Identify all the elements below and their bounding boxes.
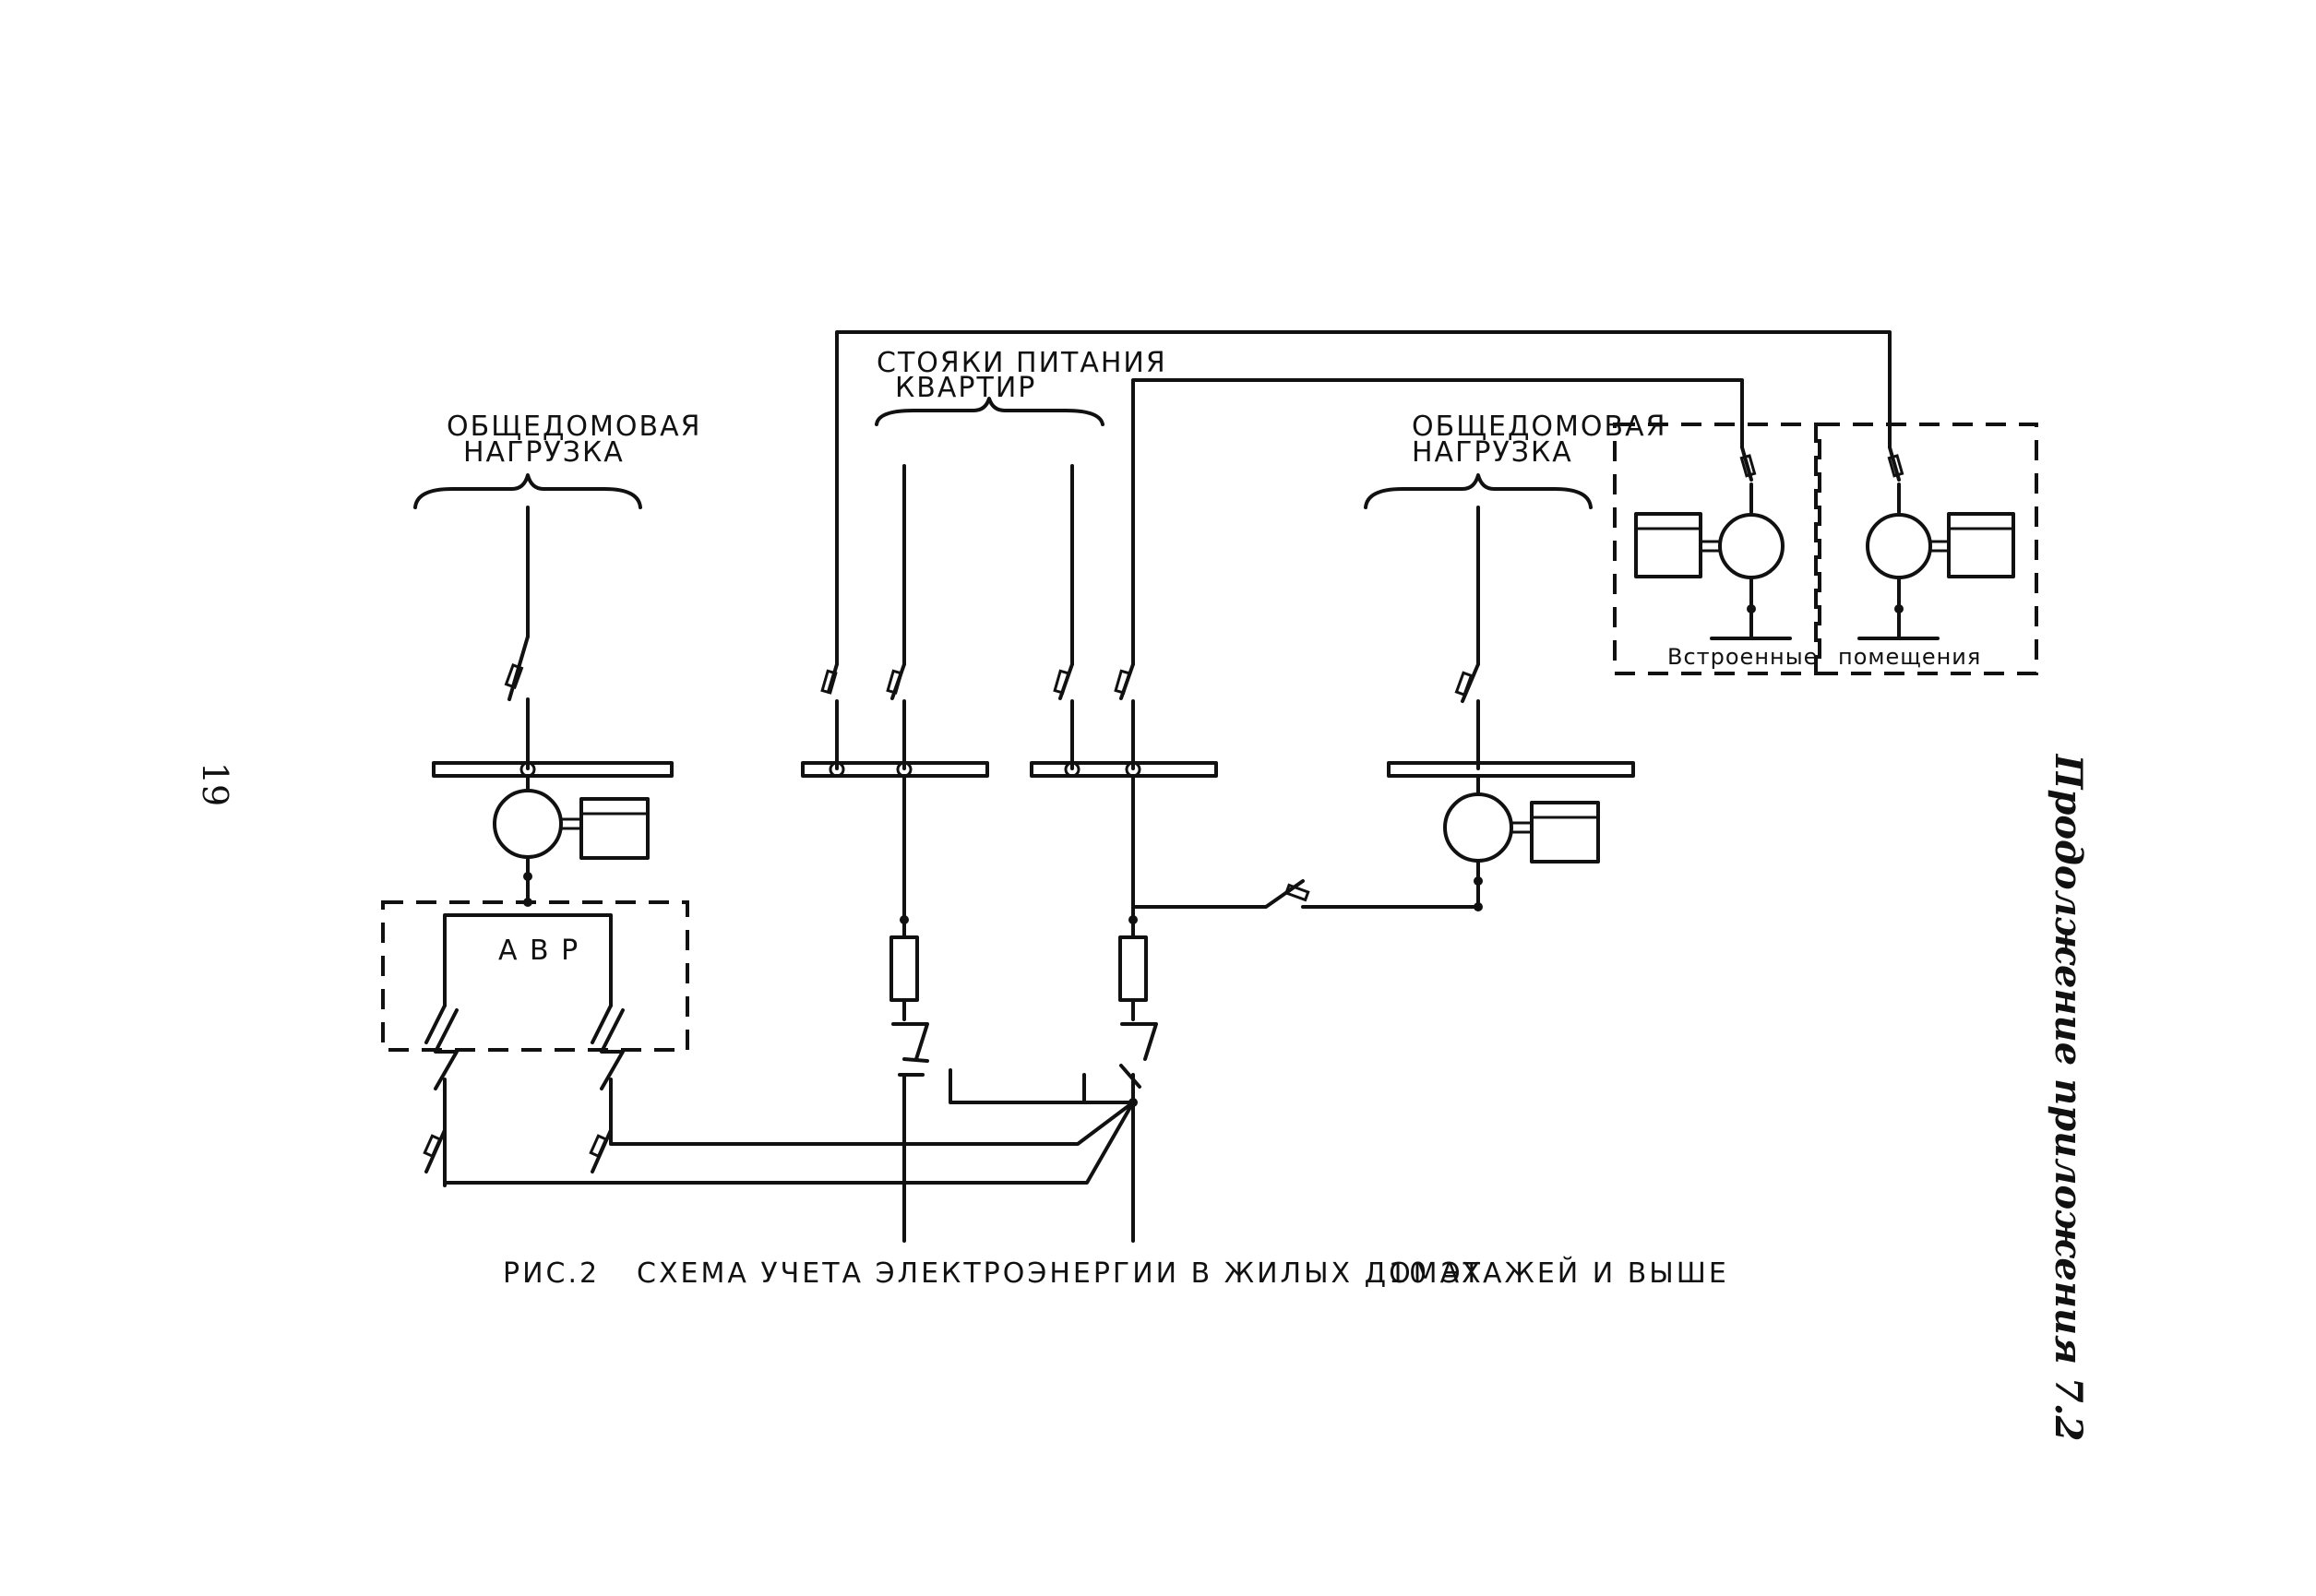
builtin-left-meter-display [1634, 512, 1702, 578]
side-title: Продолжение приложения 7.2 [2047, 754, 2090, 1442]
risers-label-line2: КВАРТИР [895, 372, 1036, 404]
top-feeder-lines [835, 330, 1892, 666]
riser-mains [443, 774, 1158, 1243]
right-common-load-group: ОБЩЕДОМОВАЯ НАГРУЗКА [1364, 411, 1666, 911]
caption-title: СХЕМА УЧЕТА ЭЛЕКТРОЭНЕРГИИ В ЖИЛЫХ ДОМАХ [637, 1257, 1484, 1290]
left-common-load-group: ОБЩЕДОМОВАЯ НАГРУЗКА [413, 411, 701, 907]
builtin-left-meter-icon [1718, 513, 1785, 579]
risers-label-group: СТОЯКИ ПИТАНИЯ КВАРТИР [875, 347, 1167, 426]
builtin-box-left [1613, 423, 1818, 675]
fuse-left [889, 935, 919, 1002]
caption-floors: 10 ЭТАЖЕЙ И ВЫШЕ [1389, 1257, 1729, 1290]
right-busbar [1387, 761, 1635, 778]
builtin-right-meter-icon [1866, 513, 1932, 579]
builtin-premises-group: Встроенные помещения [1613, 423, 2038, 675]
left-load-label-line1: ОБЩЕДОМОВАЯ [447, 411, 701, 443]
fuse-right [1118, 935, 1148, 1002]
left-load-label-line2: НАГРУЗКА [463, 436, 625, 469]
right-meter-display [1530, 801, 1600, 864]
right-load-label-line1: ОБЩЕДОМОВАЯ [1412, 411, 1666, 443]
builtin-left-label: Встроенные [1667, 644, 1818, 670]
left-meter-icon [493, 789, 563, 859]
right-load-label-line2: НАГРУЗКА [1412, 436, 1573, 469]
avr-group: А В Р [381, 900, 689, 1187]
riser-breakers [820, 464, 1135, 770]
right-meter-icon [1443, 792, 1513, 863]
tie-switch [1131, 879, 1475, 909]
caption-fig-number: РИС.2 [503, 1257, 600, 1290]
risers-label-line1: СТОЯКИ ПИТАНИЯ [877, 347, 1167, 379]
left-busbar [432, 761, 674, 778]
risers-brace [875, 397, 1104, 426]
middle-busbars [801, 761, 1218, 778]
avr-dashed-box [381, 900, 689, 1052]
right-load-brace [1364, 473, 1593, 509]
page-number: 19 [195, 762, 235, 806]
avr-label: А В Р [498, 935, 579, 967]
builtin-right-label: помещения [1838, 644, 1981, 670]
builtin-box-right [1818, 423, 2038, 675]
left-meter-display [579, 797, 650, 860]
left-load-brace [413, 473, 642, 509]
figure-caption: РИС.2 СХЕМА УЧЕТА ЭЛЕКТРОЭНЕРГИИ В ЖИЛЫХ… [503, 1257, 1729, 1290]
builtin-right-meter-display [1947, 512, 2015, 578]
busbar-3 [1030, 761, 1218, 778]
busbar-2 [801, 761, 989, 778]
